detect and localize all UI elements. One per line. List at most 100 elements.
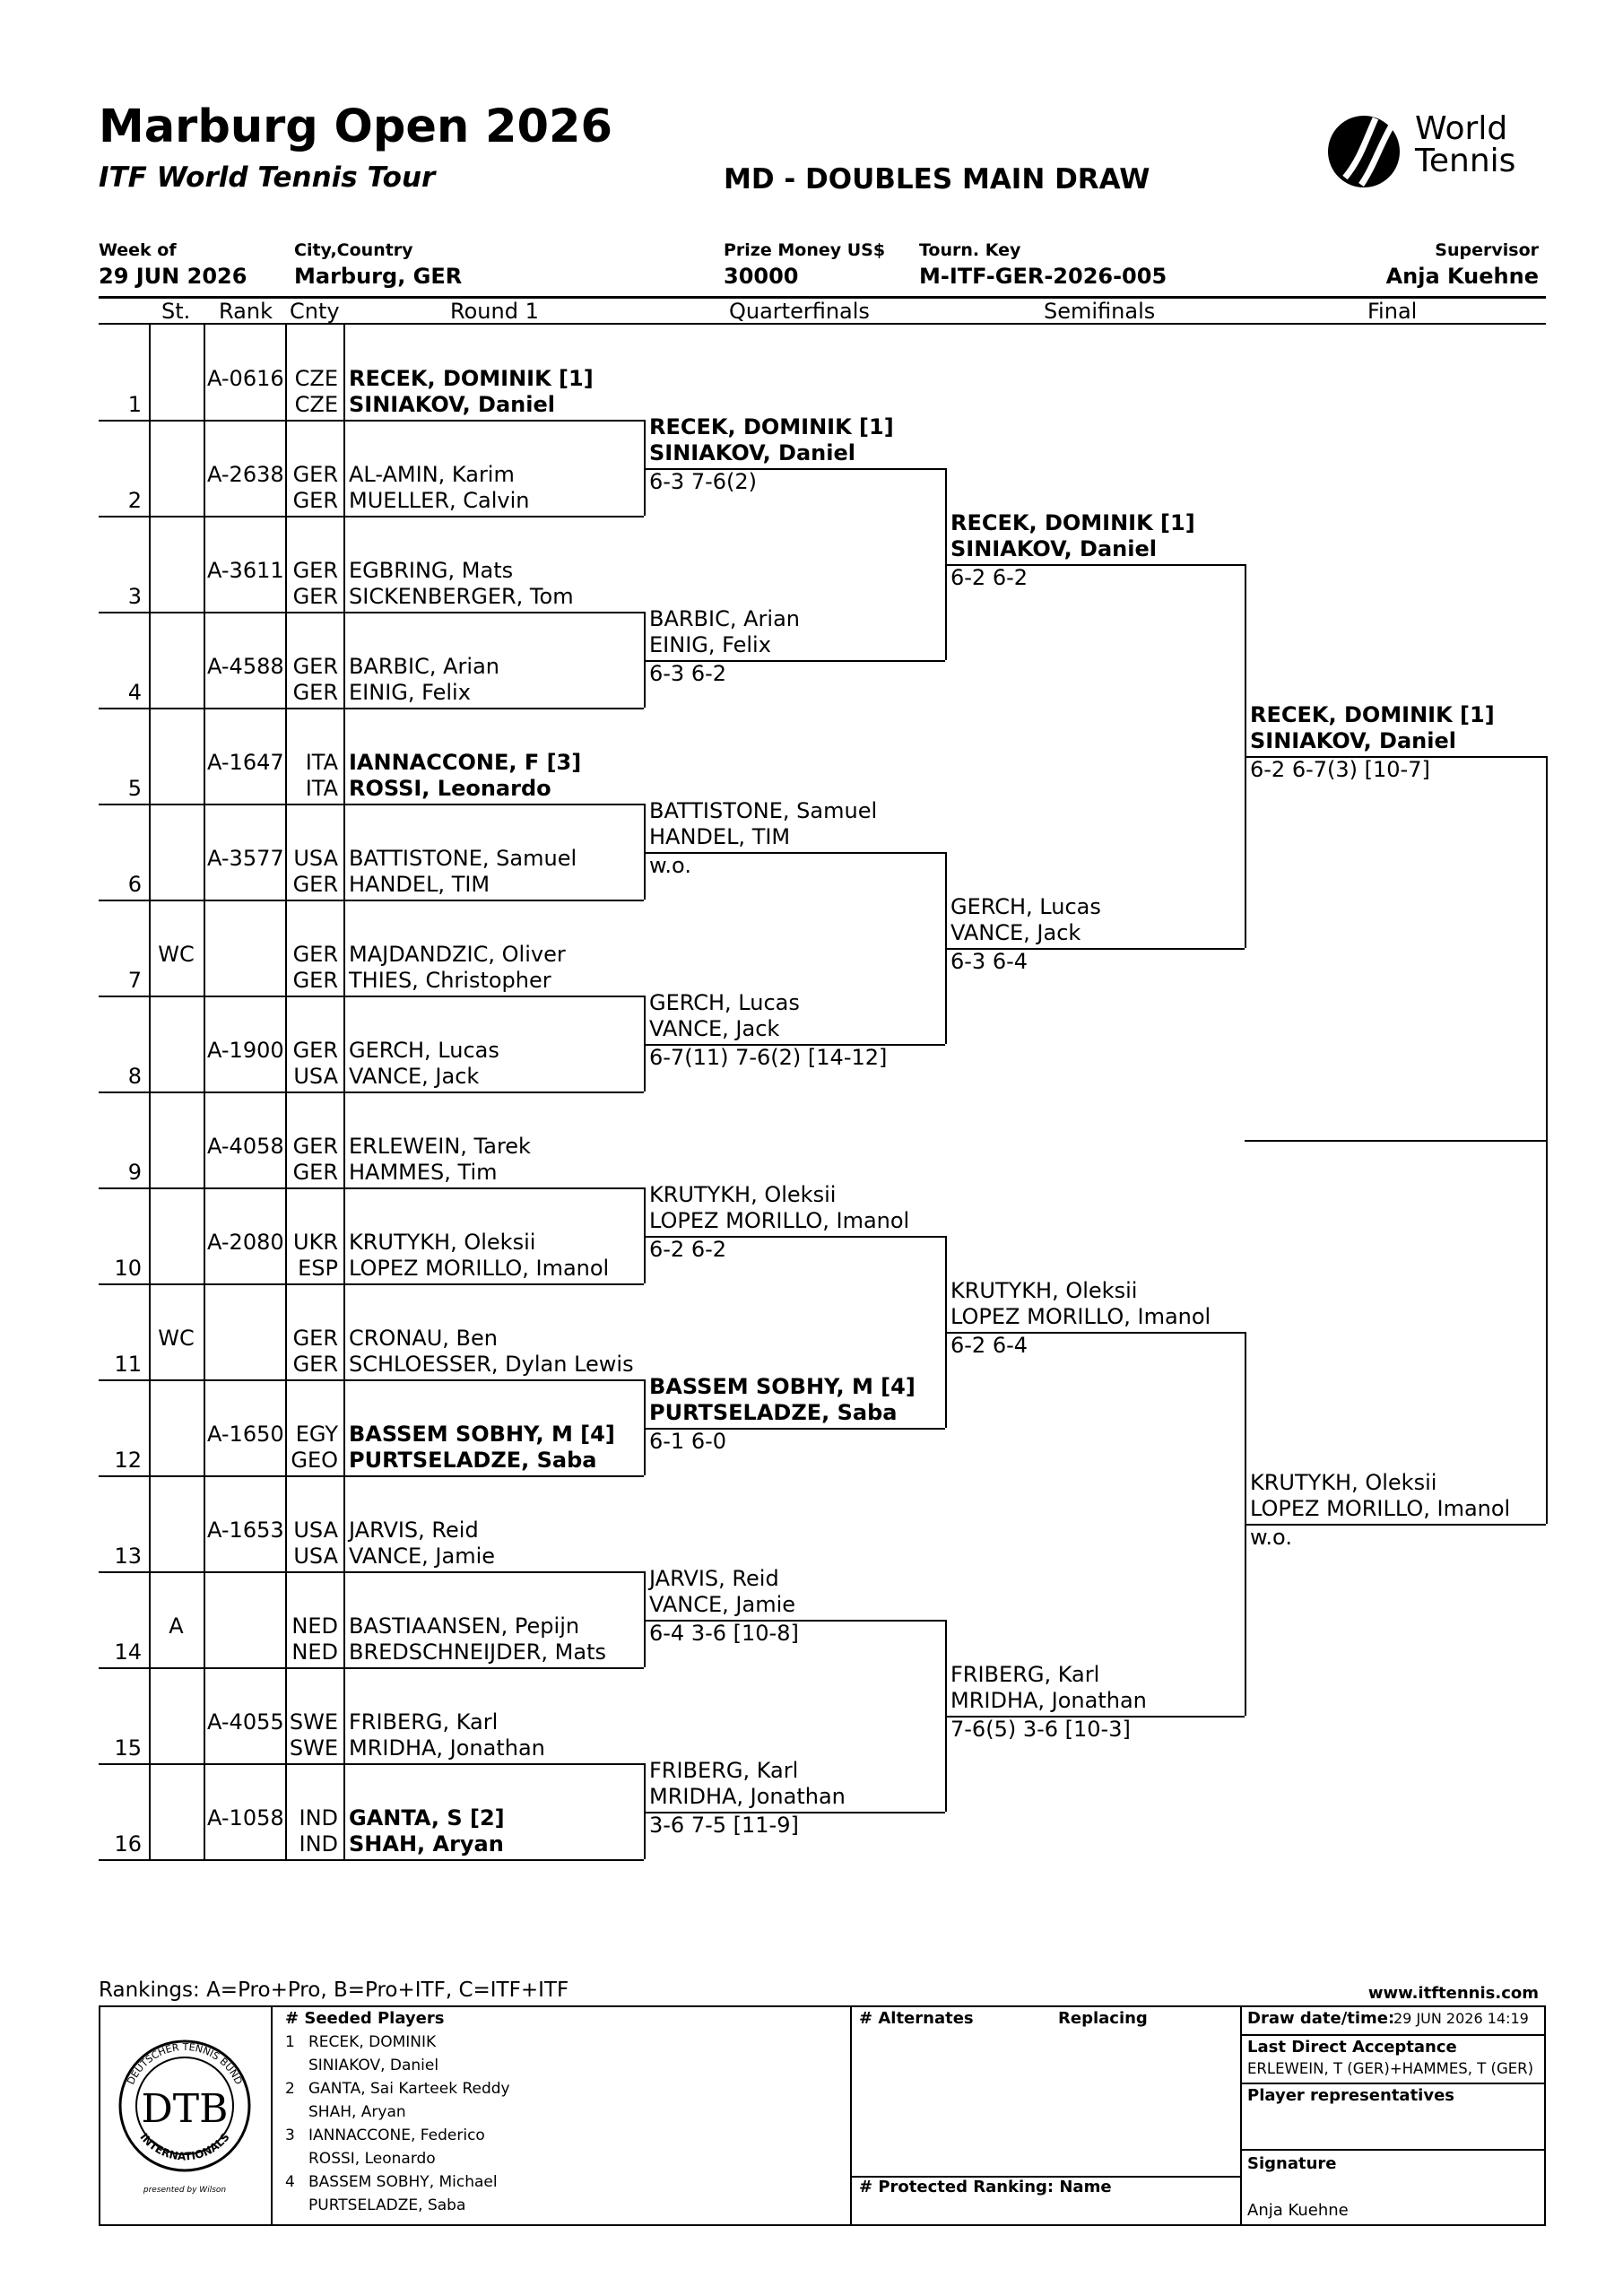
- player-name: JARVIS, Reid: [349, 1518, 479, 1543]
- header-rule: [99, 296, 1546, 299]
- country-code: USA: [293, 1518, 338, 1543]
- col-rank: Rank: [219, 299, 273, 324]
- winner-name: VANCE, Jack: [649, 1016, 780, 1041]
- entry-line: [99, 1187, 644, 1189]
- player-name: BATTISTONE, Samuel: [349, 846, 577, 871]
- player-name: VANCE, Jack: [349, 1064, 480, 1089]
- player-name: SINIAKOV, Daniel: [349, 392, 555, 417]
- player-name: MRIDHA, Jonathan: [349, 1735, 545, 1761]
- draw-position: 2: [127, 488, 142, 513]
- country-code: GER: [292, 462, 338, 487]
- seed-player-a: RECEK, DOMINIK: [308, 2033, 437, 2051]
- draw-date-label: Draw date/time:: [1247, 2009, 1395, 2028]
- seed-number: 1: [285, 2033, 295, 2051]
- entry-status: A: [169, 1613, 184, 1639]
- dtb-ring-bottom-text: INTERNATIONALS: [137, 2131, 231, 2163]
- match-score: 6-3 6-4: [950, 949, 1028, 974]
- seed-player-b: PURTSELADZE, Saba: [308, 2196, 466, 2214]
- entry-rank: A-2080: [207, 1230, 284, 1255]
- tourn-key-label: Tourn. Key: [919, 240, 1021, 260]
- replacing-header: Replacing: [1058, 2009, 1148, 2028]
- player-name: SICKENBERGER, Tom: [349, 584, 574, 609]
- reps-rule: [1240, 2083, 1546, 2084]
- bracket-line: [644, 660, 945, 662]
- player-name: BASSEM SOBHY, M [4]: [349, 1422, 615, 1447]
- player-name: ROSSI, Leonardo: [349, 776, 551, 801]
- world-tennis-ball-icon: [1328, 116, 1400, 187]
- country-code: SWE: [289, 1709, 338, 1735]
- seed-player-b: ROSSI, Leonardo: [308, 2150, 436, 2168]
- draw-position: 13: [114, 1544, 142, 1569]
- match-score: 6-2 6-2: [649, 1237, 727, 1262]
- country-code: GER: [292, 872, 338, 897]
- final-connector: [1546, 756, 1548, 1524]
- winner-name: RECEK, DOMINIK [1]: [649, 414, 894, 439]
- player-name: EGBRING, Mats: [349, 558, 514, 583]
- signature-rule: [1240, 2149, 1546, 2151]
- country-code: CZE: [294, 392, 338, 417]
- draw-position: 3: [127, 584, 142, 609]
- winner-name: GERCH, Lucas: [649, 990, 800, 1015]
- website: www.itftennis.com: [1367, 1984, 1539, 2003]
- city-label: City,Country: [294, 240, 413, 260]
- winner-name: SINIAKOV, Daniel: [1250, 728, 1456, 753]
- tourn-key-value: M-ITF-GER-2026-005: [919, 264, 1167, 289]
- entry-rank: A-0616: [207, 366, 284, 391]
- bracket-line: [945, 1332, 1245, 1334]
- entry-rank: A-1058: [207, 1805, 284, 1831]
- draw-name: MD - DOUBLES MAIN DRAW: [724, 163, 1150, 196]
- player-name: MUELLER, Calvin: [349, 488, 530, 513]
- week-value: 29 JUN 2026: [99, 264, 247, 289]
- winner-name: EINIG, Felix: [649, 632, 771, 657]
- bracket-connector: [644, 1187, 646, 1283]
- country-code: ITA: [305, 750, 338, 775]
- winner-name: BASSEM SOBHY, M [4]: [649, 1374, 916, 1399]
- entry-line: [99, 996, 644, 997]
- player-name: BASTIAANSEN, Pepijn: [349, 1613, 580, 1639]
- supervisor-value: Anja Kuehne: [1385, 264, 1539, 289]
- country-code: GER: [292, 680, 338, 705]
- seed-number: 4: [285, 2173, 295, 2191]
- city-value: Marburg, GER: [294, 264, 463, 289]
- country-code: GER: [292, 558, 338, 583]
- winner-name: RECEK, DOMINIK [1]: [950, 510, 1195, 535]
- match-score: 7-6(5) 3-6 [10-3]: [950, 1717, 1131, 1742]
- col-semifinals: Semifinals: [1044, 299, 1156, 324]
- lda-label: Last Direct Acceptance: [1247, 2038, 1457, 2057]
- player-name: LOPEZ MORILLO, Imanol: [349, 1256, 610, 1281]
- player-name: ERLEWEIN, Tarek: [349, 1134, 531, 1159]
- bracket-connector: [644, 1379, 646, 1475]
- draw-position: 1: [127, 392, 142, 417]
- dtb-presented: presented by Wilson: [143, 2186, 227, 2195]
- country-code: UKR: [293, 1230, 338, 1255]
- draw-date-value: 29 JUN 2026 14:19: [1393, 2010, 1529, 2027]
- prize-label: Prize Money US$: [724, 240, 886, 260]
- country-code: GER: [292, 1352, 338, 1377]
- winner-name: LOPEZ MORILLO, Imanol: [1250, 1496, 1511, 1521]
- dtb-letters: DTB: [142, 2086, 229, 2132]
- player-name: THIES, Christopher: [349, 968, 551, 993]
- entry-line: [99, 1859, 644, 1861]
- bracket-line: [1245, 756, 1546, 758]
- country-code: EGY: [295, 1422, 338, 1447]
- match-score: 6-7(11) 7-6(2) [14-12]: [649, 1045, 888, 1070]
- winner-name: GERCH, Lucas: [950, 894, 1101, 919]
- bracket-line: [644, 1044, 945, 1046]
- match-score: w.o.: [649, 853, 691, 878]
- country-code: USA: [293, 1064, 338, 1089]
- bracket-line: [644, 1428, 945, 1430]
- player-name: IANNACCONE, F [3]: [349, 750, 582, 775]
- entry-rank: A-4588: [207, 654, 284, 679]
- player-name: GANTA, S [2]: [349, 1805, 505, 1831]
- bracket-connector: [644, 612, 646, 708]
- bracket-connector: [644, 420, 646, 516]
- draw-position: 8: [127, 1064, 142, 1089]
- dtb-ring-top-text: DEUTSCHER TENNIS BUND: [125, 2041, 245, 2086]
- country-code: USA: [293, 1544, 338, 1569]
- draw-position: 10: [114, 1256, 142, 1281]
- winner-name: MRIDHA, Jonathan: [950, 1688, 1147, 1713]
- entry-line: [99, 420, 644, 422]
- player-name: FRIBERG, Karl: [349, 1709, 499, 1735]
